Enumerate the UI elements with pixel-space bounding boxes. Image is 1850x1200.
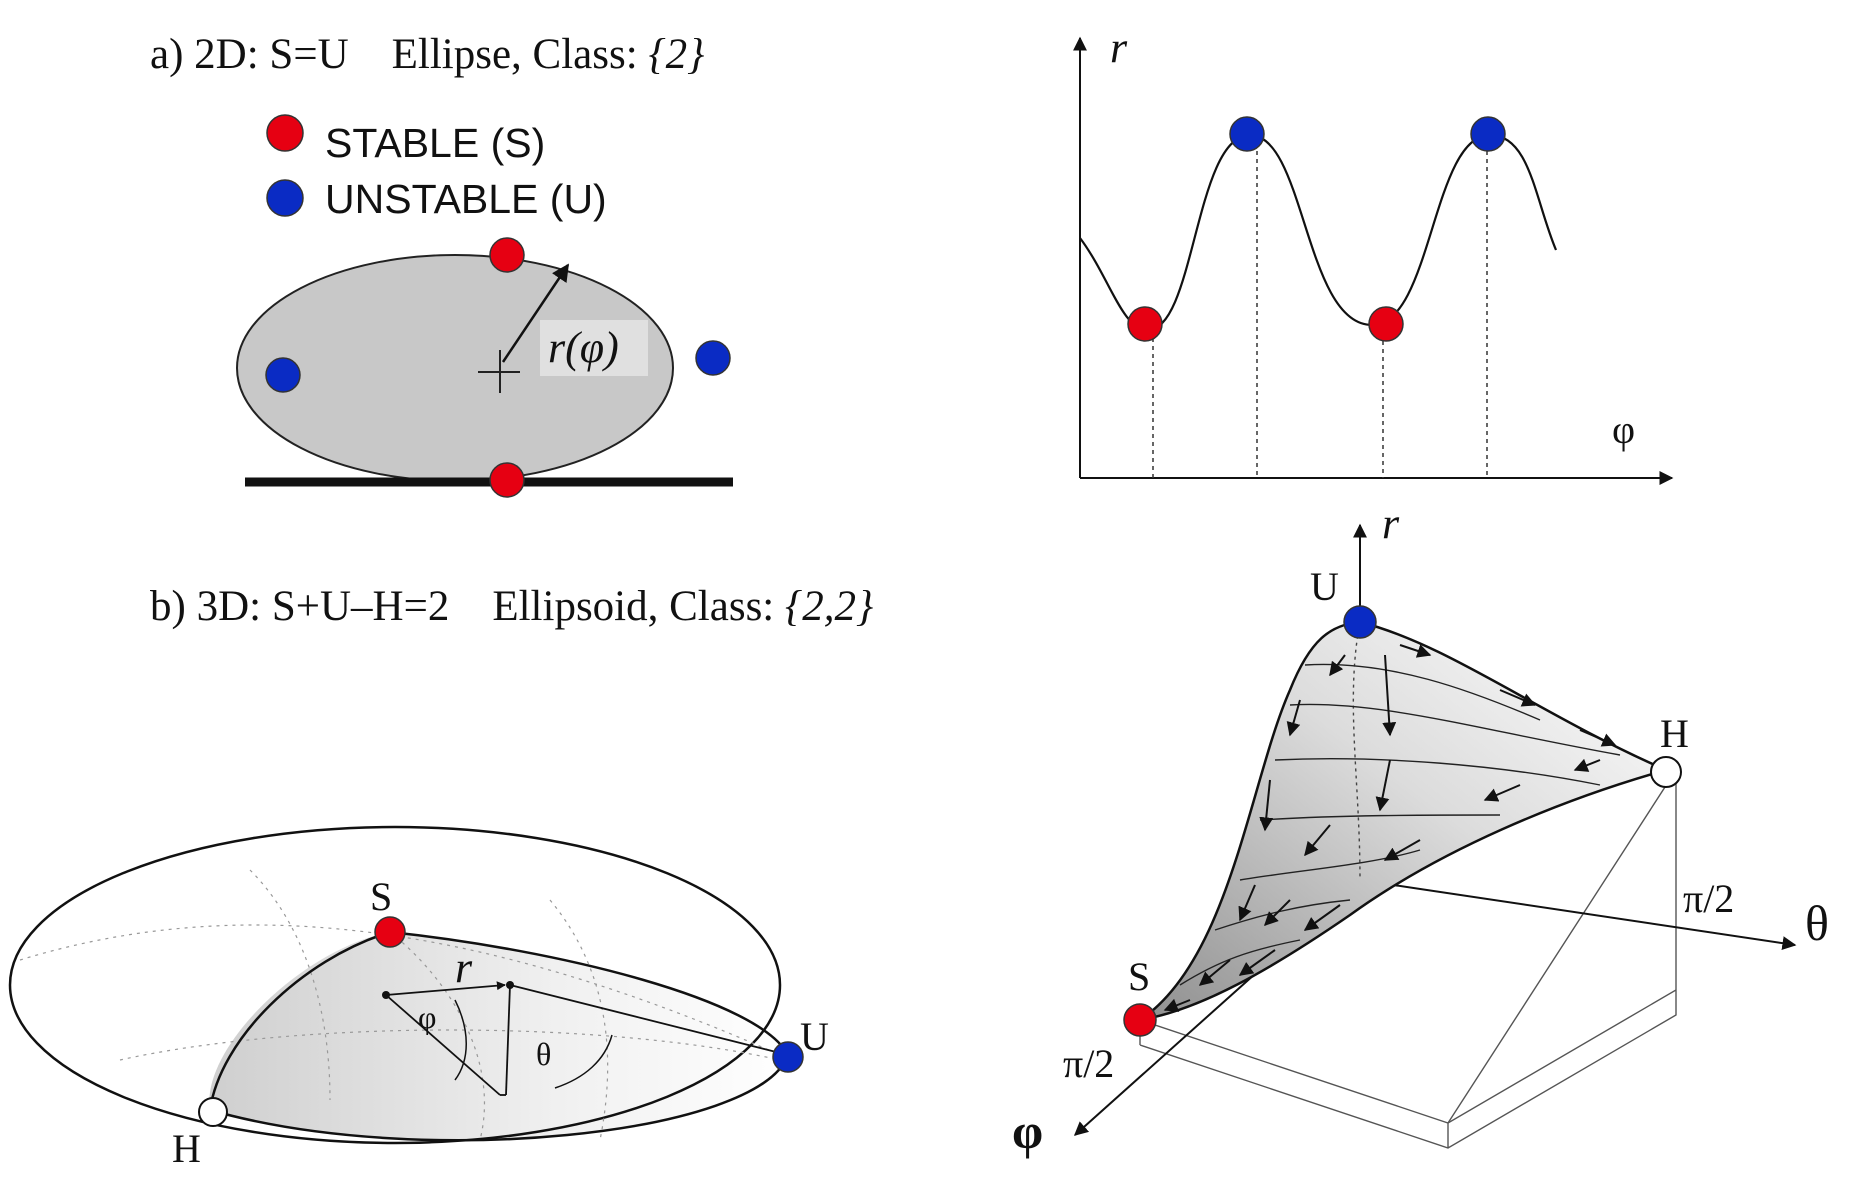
theta-angle-arc: [554, 1034, 613, 1089]
unstable-point-right: [695, 340, 731, 376]
surface-phi-tick: π/2: [1063, 1041, 1114, 1086]
flow-arrow-3: [1399, 644, 1432, 658]
flow-arrow-18: [1163, 998, 1191, 1012]
flow-arrow-2: [1382, 654, 1397, 737]
graph-y-axis-label: r: [1110, 23, 1128, 72]
unstable-point-left: [265, 357, 301, 393]
graph-unstable-max-1: [1229, 116, 1265, 152]
radius-arrow: [501, 263, 570, 363]
surface-hyperbolic-point: [1650, 756, 1682, 788]
ellipsoid-ray-3: [509, 984, 789, 1056]
ellipsoid-diagram: r φ θ S U H: [8, 825, 829, 1171]
stable-point-bottom: [489, 462, 525, 498]
surface-h-label: H: [1660, 711, 1689, 756]
surface-base-box: [1139, 770, 1677, 1149]
ellipsoid-stable-point: [374, 916, 406, 948]
stable-point-top: [489, 237, 525, 273]
panel-b-heading: b) 3D: S+U–H=2 Ellipsoid, Class: {2,2}: [150, 583, 873, 630]
ellipsoid-ray-2: [505, 984, 511, 1096]
surface-base-diagonal: [1447, 769, 1677, 1124]
surface-hidden-axis: [1352, 621, 1361, 881]
surface-theta-tick: π/2: [1683, 876, 1734, 921]
ellipsoid-center-dot: [382, 991, 390, 999]
legend-unstable-label: UNSTABLE (U): [325, 176, 607, 222]
ellipsoid-edge-s-h: [208, 930, 391, 1111]
phi-angle-arc: [454, 999, 467, 1081]
legend-stable-label: STABLE (S): [325, 120, 545, 166]
surface-r-axis-label: r: [1382, 499, 1400, 548]
surface-theta-axis-label: θ: [1805, 895, 1829, 951]
radius-label: r(φ): [548, 323, 619, 372]
flow-arrow-11: [1304, 824, 1331, 857]
surface-patch: [1139, 620, 1670, 1022]
ellipsoid-h-label: H: [172, 1126, 201, 1171]
flow-line-2: [1289, 703, 1621, 756]
ellipsoid-hyperbolic-point: [198, 1097, 228, 1127]
ellipsoid-dashed-meridian-4: [249, 869, 331, 1101]
ellipsoid-phi-label: φ: [418, 999, 436, 1035]
surface-unstable-point: [1343, 605, 1377, 639]
flow-arrow-12: [1383, 839, 1421, 861]
ellipse-diagram: r(φ): [236, 237, 733, 498]
radius-label-box: [540, 320, 648, 376]
ellipsoid-u-label: U: [800, 1014, 829, 1059]
flow-line-4: [1259, 814, 1501, 821]
ellipsoid-radius-arrow: [385, 981, 506, 996]
ellipsoid-ray-1: [385, 994, 501, 1096]
ellipsoid-outline: [8, 825, 782, 1145]
ellipsoid-edge-h-u: [209, 1054, 790, 1142]
panel-a: a) 2D: S=U Ellipse, Class: {2} STABLE (S…: [150, 23, 1674, 498]
legend: STABLE (S) UNSTABLE (U): [266, 114, 607, 222]
flow-line-6: [1214, 899, 1351, 931]
graph-unstable-max-2: [1470, 116, 1506, 152]
surface-u-label: U: [1310, 564, 1339, 609]
flow-line-3: [1274, 758, 1601, 786]
flow-arrow-10: [1259, 779, 1274, 832]
graph-stable-min-1: [1127, 306, 1163, 342]
legend-stable-dot: [266, 114, 304, 152]
flow-arrow-4: [1499, 689, 1537, 707]
surface-s-label: S: [1128, 954, 1150, 999]
flow-arrow-5: [1579, 729, 1617, 747]
ellipsoid-unstable-point: [772, 1041, 804, 1073]
flow-arrow-9: [1483, 784, 1521, 802]
panel-a-heading: a) 2D: S=U Ellipse, Class: {2}: [150, 31, 704, 78]
flow-arrow-15: [1303, 904, 1341, 931]
surface-stable-point: [1123, 1003, 1157, 1037]
flow-arrow-13: [1238, 884, 1256, 922]
flow-arrow-8: [1375, 759, 1391, 812]
flow-arrow-1: [1329, 654, 1346, 677]
ellipsoid-dashed-meridian-5: [549, 899, 609, 1141]
flow-line-5: [1239, 849, 1421, 881]
graph-curve: [1079, 133, 1558, 332]
ellipsoid-radius-label: r: [455, 943, 473, 992]
flow-arrow-14: [1264, 899, 1291, 926]
legend-unstable-dot: [266, 179, 304, 217]
surface-phi-axis-label: φ: [1012, 1103, 1043, 1159]
flow-arrow-16: [1198, 959, 1231, 986]
flow-line-7: [1179, 939, 1301, 986]
ellipsoid-edge-s-u: [389, 930, 790, 1056]
flow-arrow-7: [1286, 699, 1301, 737]
ellipsoid-s-label: S: [370, 874, 392, 919]
ellipsoid-dashed-meridian-3: [389, 931, 485, 1141]
surface-theta-axis: [1359, 879, 1797, 951]
flow-arrow-6: [1573, 758, 1601, 772]
graph-stable-min-2: [1368, 306, 1404, 342]
panel-b: b) 3D: S+U–H=2 Ellipsoid, Class: {2,2} r: [8, 499, 1829, 1171]
r-phi-graph: r φ: [1073, 23, 1674, 485]
ellipsoid-tip-dot: [506, 981, 514, 989]
flow-arrow-17: [1238, 949, 1276, 976]
ellipsoid-theta-label: θ: [536, 1036, 551, 1072]
ellipsoid-octant-surface: [209, 932, 789, 1141]
graph-x-axis-label: φ: [1612, 407, 1635, 452]
surface-diagram: r θ φ π/2 π/2 U H S: [1012, 499, 1829, 1159]
